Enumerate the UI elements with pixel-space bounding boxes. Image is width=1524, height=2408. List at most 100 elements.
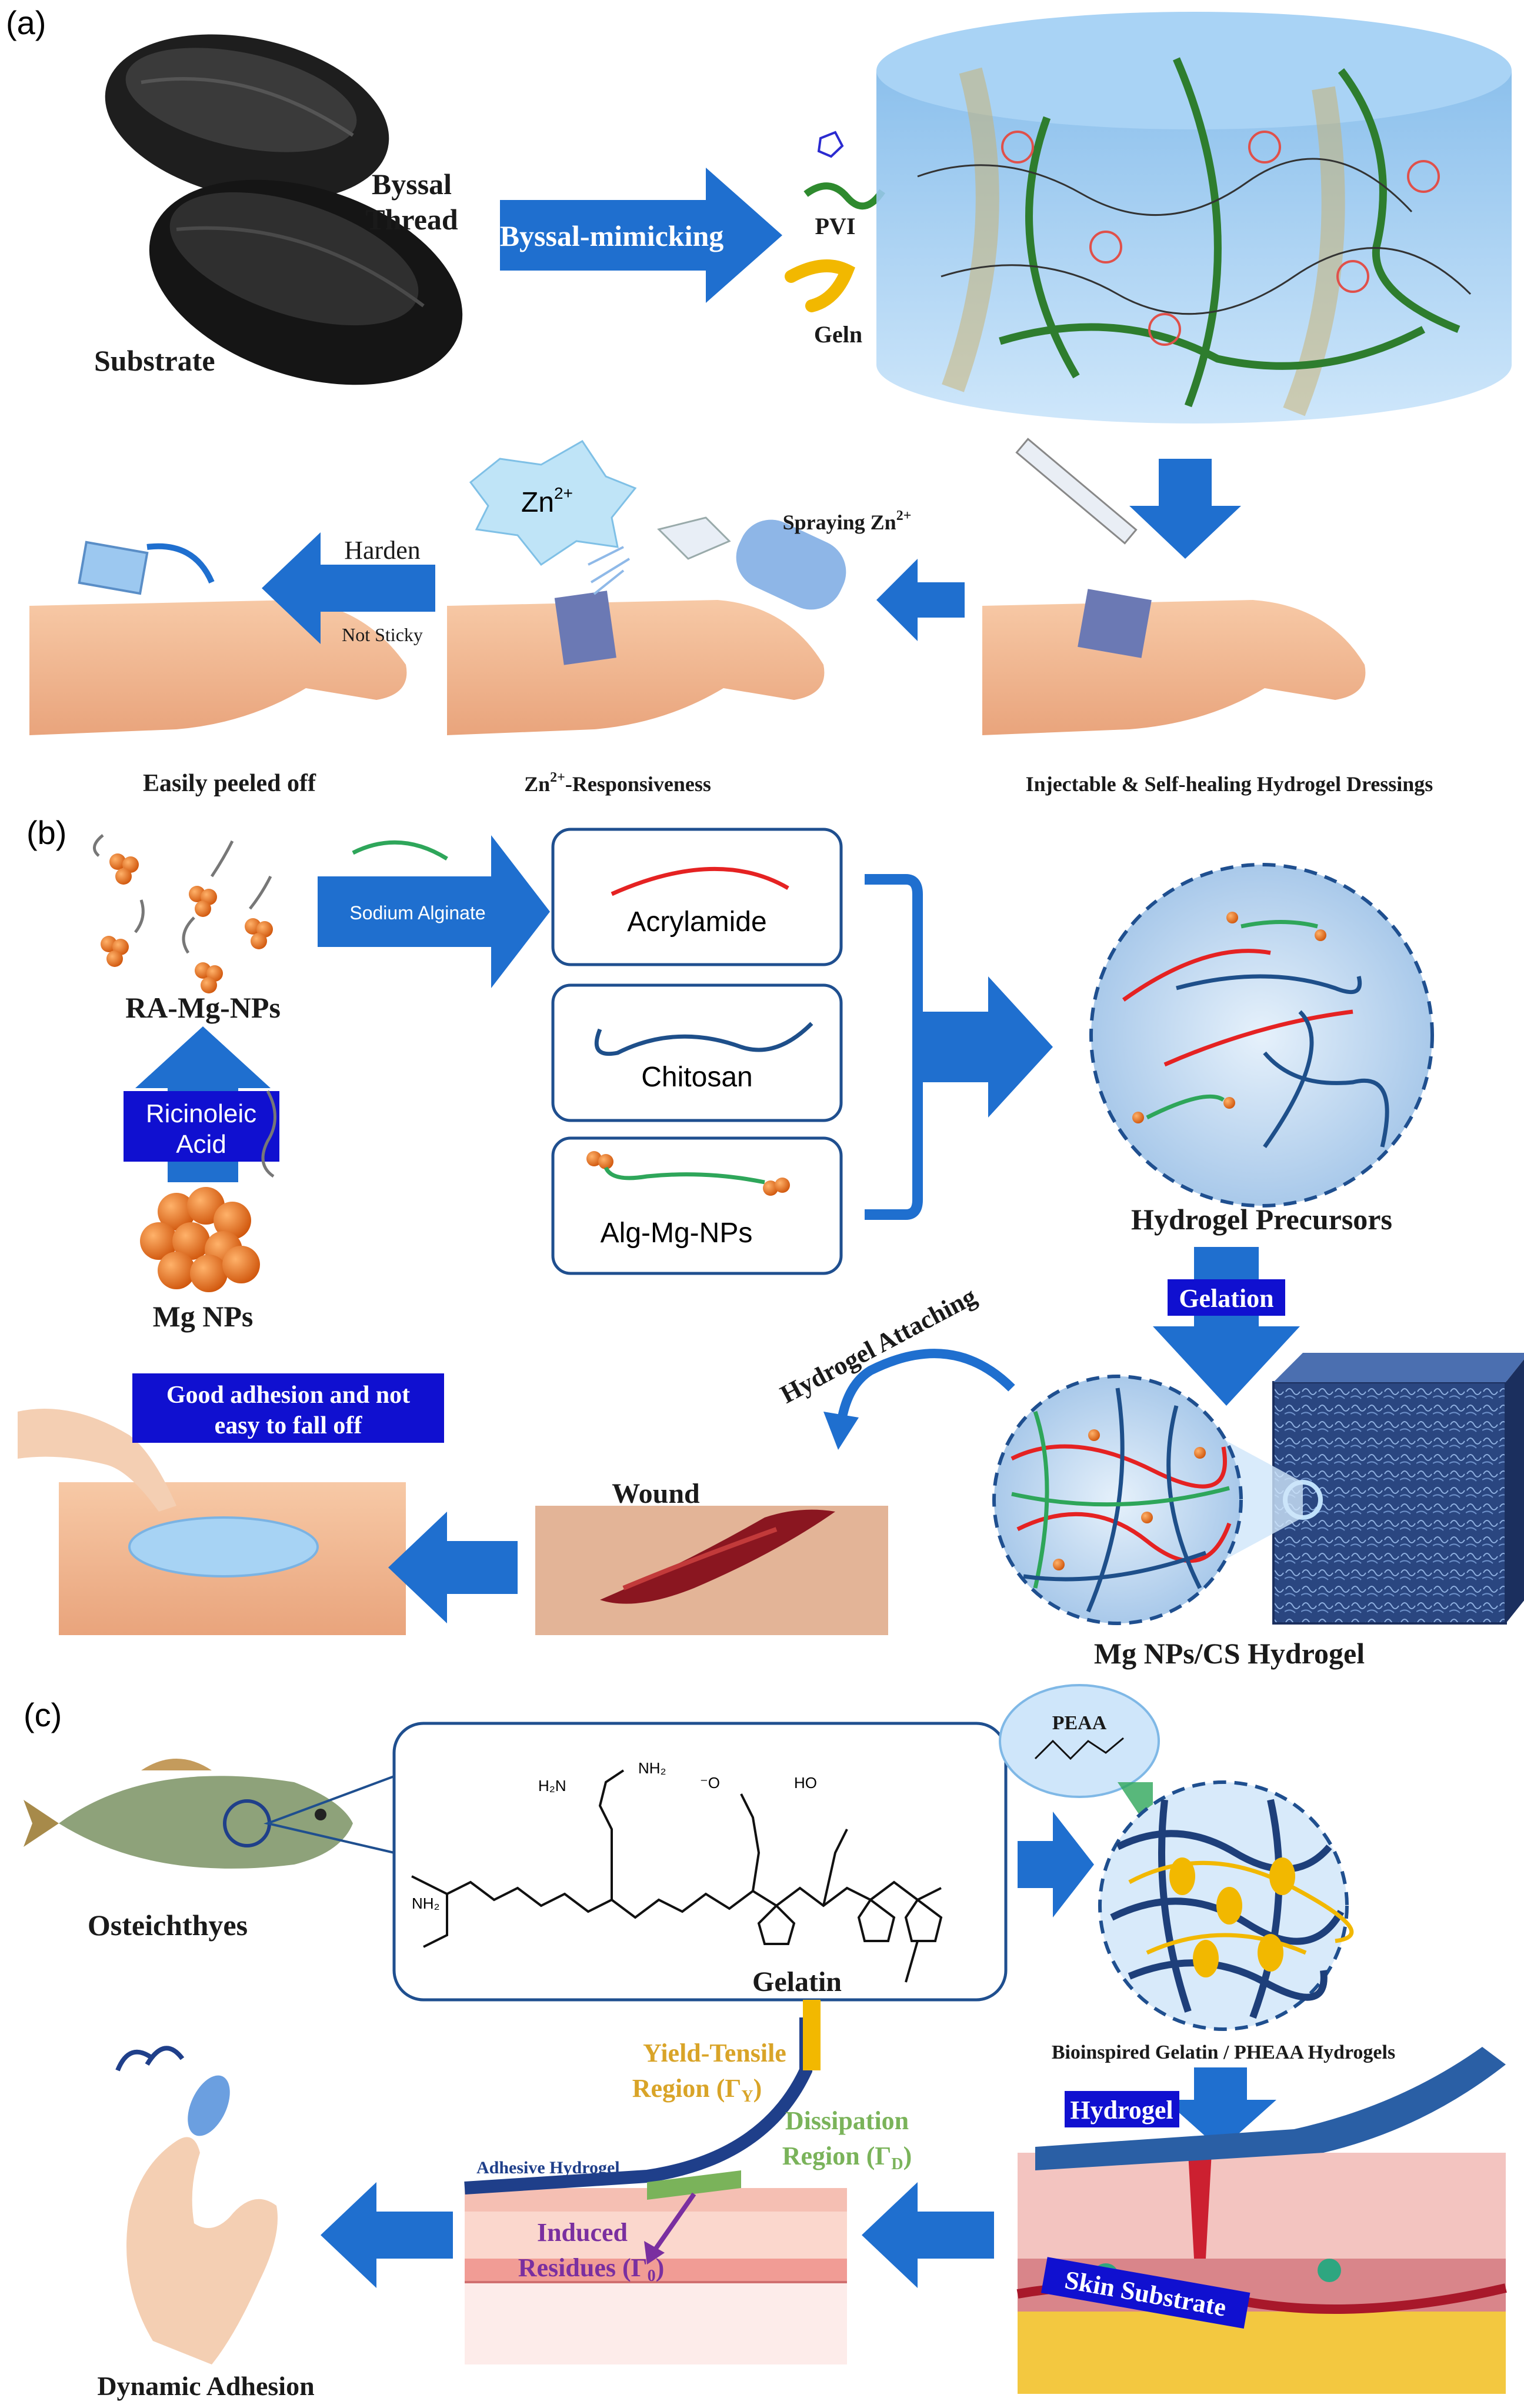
alg-mg-nps-box [551,1136,843,1275]
byssal-thread-label-1: Byssal [372,168,452,201]
ra-mg-nps-particles [93,834,273,993]
not-sticky-label: Not Sticky [342,624,423,645]
acrylamide-strand-icon [611,866,789,896]
osteichthyes-label: Osteichthyes [88,1909,248,1942]
mg-nps-cluster [140,1187,260,1292]
good-adhesion-image [18,1409,406,1635]
hand-dynamic-adhesion-image [115,2046,278,2364]
chem-label-ho: HO [794,1774,817,1792]
alg-mg-nps-label: Alg-Mg-NPs [601,1218,753,1249]
hydrogel-precursors-circle [1089,863,1434,1208]
gelation-label: Gelation [1179,1284,1273,1313]
ricinoleic-label-2: Acid [176,1130,226,1159]
alg-strand-icon [603,1166,765,1185]
hydrogel-attaching-arrow [836,1349,1015,1425]
combine-bracket [865,874,923,1220]
acrylamide-box [551,828,843,966]
gelatin-structure-box [392,1722,1008,2002]
peaa-bubble [999,1684,1160,1835]
caption-injectable: Injectable & Self-healing Hydrogel Dress… [1026,772,1433,796]
bioinspired-label: Bioinspired Gelatin / PHEAA Hydrogels [1052,2042,1395,2063]
gelatin-chemical-structure [411,1769,943,1983]
mg-cs-hydrogel-label: Mg NPs/CS Hydrogel [1094,1637,1365,1670]
caption-easily-peeled: Easily peeled off [143,770,316,797]
adhesive-hydrogel-label: Adhesive Hydrogel [476,2158,620,2177]
mechanism-arrow [862,2182,994,2288]
panel-b-label: (b) [26,814,66,851]
chem-label-nh2: NH₂ [412,1895,440,1912]
gelation-label-box [1168,1279,1285,1316]
byssal-mimicking-label: Byssal-mimicking [500,219,724,252]
chitosan-box [551,983,843,1122]
ricinoleic-label-box [124,1091,279,1162]
adhesion-mechanism-diagram [464,2000,847,2364]
gelation-arrow [1153,1247,1300,1406]
gelatin-pheaa-network [1098,1780,1354,2031]
geln-label: Geln [814,321,862,348]
chem-label-o-minus: ⁻O [700,1774,720,1792]
substrate-label: Substrate [94,344,215,377]
hydrogel-patch-injected [1078,589,1152,658]
chitosan-label: Chitosan [641,1062,752,1093]
hydrogel-label-box [1065,2091,1179,2127]
sodium-alginate-arrow [318,835,550,988]
yield-region-label: Region (ΓY) [632,2074,762,2106]
attaching-arrowhead-icon [823,1412,859,1450]
wound-label: Wound [612,1478,700,1509]
byssal-thread-label-2: Thread [365,203,458,236]
combine-arrow [918,976,1053,1118]
mg-nps-label: Mg NPs [153,1300,254,1333]
spraying-label: Spraying Zn2+ [783,508,912,534]
spraying-arrow [876,559,965,641]
hand-injectable-image [982,438,1366,735]
byssal-mimicking-arrow [500,168,782,303]
hydrogel-sheet [1035,2047,1506,2170]
harden-label: Harden [344,536,421,565]
hand-easily-peeled-image [29,541,412,747]
ricinoleic-strand-icon [261,1090,276,1178]
induced-label: Induced [537,2218,628,2247]
panel-c: (c) Osteichthyes NH₂ H₂N ⁻O HO NH₂ [24,1684,1507,2401]
residues-label: Residues (Γ0) [518,2253,665,2285]
hydrogel-label: Hydrogel [1070,2096,1173,2124]
fish-image [24,1759,353,1869]
panel-b: (b) RA-Mg-NPs Sodium Alginate Acrylamide… [18,814,1524,1670]
geln-icon [785,259,855,312]
skin-substrate-block [1016,2047,1507,2394]
panel-a-label: (a) [6,4,46,41]
to-network-arrow [1018,1812,1094,1917]
chem-label-h2n: H₂N [538,1777,566,1795]
panel-c-label: (c) [24,1696,62,1733]
hydrogel-network-cylinder [876,12,1512,423]
ra-mg-nps-label: RA-Mg-NPs [125,991,281,1024]
rotate-arrow-icon [146,543,215,584]
sodium-alginate-label: Sodium Alginate [349,902,485,923]
hydrogel-patch [554,591,616,665]
flex-arrows-icon [115,2046,185,2072]
dissipation-region-label: Region (ΓD) [782,2142,912,2173]
caption-zn-responsiveness: Zn2+-Responsiveness [524,770,711,796]
chem-label-nh2-top: NH₂ [638,1759,666,1777]
good-adhesion-label-1: Good adhesion and not [166,1382,410,1409]
apply-arrow [388,1512,518,1623]
good-adhesion-label-2: easy to fall off [215,1412,363,1439]
syringe-icon [1015,438,1138,545]
ricinoleic-label-1: Ricinoleic [146,1099,256,1128]
mussel-shells-image [105,34,463,385]
spray-bottle-icon [588,516,846,610]
hand-zn-responsive-image: Zn2+ [447,440,846,735]
gelatin-label: Gelatin [752,1966,842,1997]
skin-substrate-label-box [1041,2257,1250,2329]
hydrogel-precursors-label: Hydrogel Precursors [1131,1203,1392,1236]
peaa-label: PEAA [1052,1712,1107,1734]
acrylamide-label: Acrylamide [627,906,766,938]
yield-tensile-label: Yield-Tensile [643,2039,786,2067]
pvi-label: PVI [815,213,856,239]
pvi-icon [803,131,885,210]
chitosan-strand-icon [594,1022,813,1056]
mg-cs-hydrogel-network [992,1353,1524,1625]
zn-burst-icon [469,440,637,566]
panel-a: (a) Byssal Thread Substrate Byssal-mimic… [6,4,1512,797]
good-adhesion-label-box [132,1373,444,1443]
